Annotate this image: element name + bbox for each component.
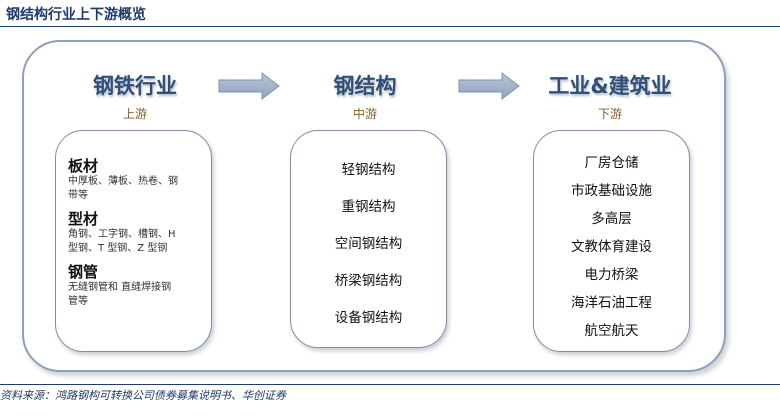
page-title: 钢结构行业上下游概览 [6, 7, 146, 23]
upstream-title: 钢铁行业 [93, 74, 177, 98]
category-desc: 型钢、T 型钢、Z 型钢 [68, 243, 168, 254]
list-item: 多高层 [591, 211, 632, 227]
material-category: 型材 角钢、工字钢、槽钢、H 型钢、T 型钢、Z 型钢 [68, 210, 208, 256]
list-item: 厂房仓储 [584, 155, 639, 171]
category-title: 钢管 [68, 263, 99, 281]
midstream-title: 钢结构 [333, 74, 397, 98]
list-item: 海洋石油工程 [571, 295, 652, 311]
list-item: 设备钢结构 [334, 310, 403, 326]
category-desc: 无缝钢管和 直缝焊接钢 [68, 282, 172, 293]
category-title: 型材 [68, 210, 99, 228]
midstream-card: 轻钢结构 重钢结构 空间钢结构 桥梁钢结构 设备钢结构 [290, 130, 447, 348]
category-desc: 带等 [68, 190, 88, 201]
footer-rule [0, 384, 780, 385]
category-title: 板材 [68, 157, 99, 175]
material-category: 板材 中厚板、薄板、热卷、钢 带等 [68, 157, 208, 203]
list-item: 重钢结构 [341, 199, 396, 215]
category-desc: 管等 [68, 296, 88, 307]
upstream-label: 上游 [122, 107, 147, 121]
list-item: 桥梁钢结构 [334, 273, 403, 289]
material-category: 钢管 无缝钢管和 直缝焊接钢 管等 [68, 263, 208, 309]
downstream-card: 厂房仓储 市政基础设施 多高层 文教体育建设 电力桥梁 海洋石油工程 航空航天 [533, 130, 690, 352]
downstream-title: 工业&建筑业 [548, 74, 672, 98]
list-item: 轻钢结构 [341, 162, 396, 178]
list-item: 电力桥梁 [584, 267, 639, 283]
list-item: 空间钢结构 [334, 236, 403, 252]
list-item: 文教体育建设 [571, 239, 652, 255]
category-desc: 角钢、工字钢、槽钢、H [68, 229, 176, 240]
upstream-card: 板材 中厚板、薄板、热卷、钢 带等 型材 角钢、工字钢、槽钢、H 型钢、T 型钢… [55, 130, 212, 352]
list-item: 航空航天 [584, 323, 639, 339]
list-item: 市政基础设施 [571, 183, 652, 199]
arrow-right-icon [458, 72, 520, 100]
downstream-label: 下游 [597, 107, 622, 121]
arrow-right-icon [218, 72, 280, 100]
midstream-label: 中游 [352, 107, 377, 121]
category-desc: 中厚板、薄板、热卷、钢 [68, 176, 178, 187]
source-note: 资料来源：鸿路钢构可转换公司债券募集说明书、华创证券 [0, 389, 286, 402]
title-rule [0, 26, 780, 27]
